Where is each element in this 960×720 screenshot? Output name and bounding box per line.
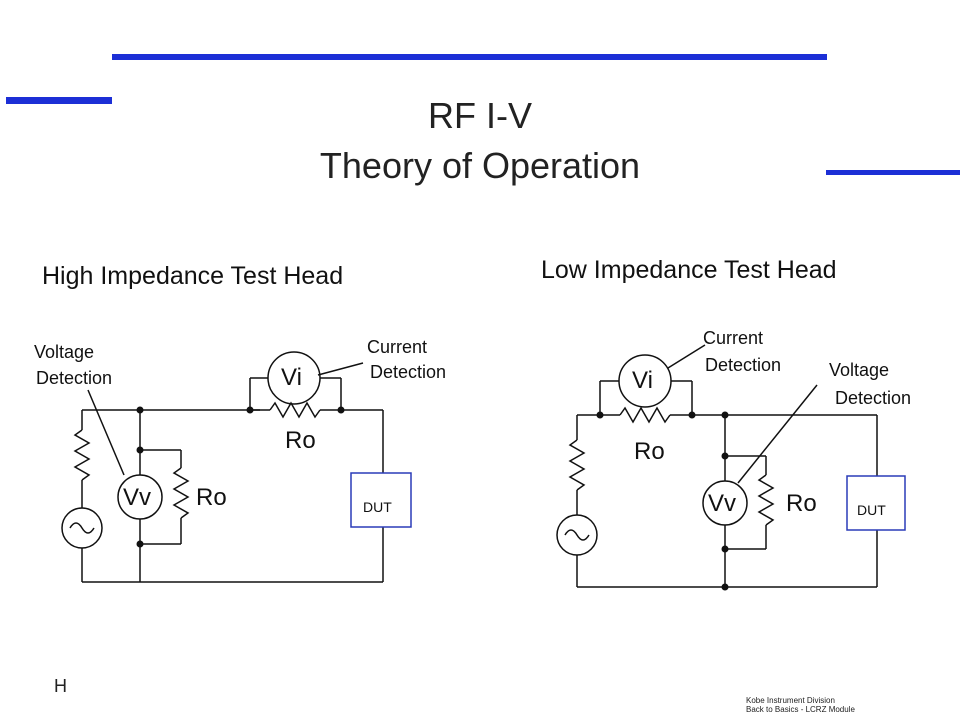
high-vv-meter bbox=[117, 474, 163, 520]
low-shunt-resistor bbox=[757, 474, 775, 526]
low-voltage-label-1: Voltage bbox=[829, 360, 890, 380]
high-source-resistor bbox=[73, 429, 91, 481]
low-vi-label: Vi bbox=[632, 367, 653, 394]
high-impedance-heading: High Impedance Test Head bbox=[42, 262, 344, 290]
low-source-resistor bbox=[568, 439, 586, 491]
high-voltage-label-1: Voltage bbox=[34, 342, 95, 362]
high-dut-box bbox=[350, 472, 412, 528]
high-vi-label: Vi bbox=[281, 364, 302, 391]
low-voltage-label-2: Detection bbox=[835, 388, 912, 408]
high-current-label-2: Detection bbox=[370, 362, 447, 382]
high-voltage-label-2: Detection bbox=[36, 368, 113, 388]
low-current-label-2: Detection bbox=[705, 355, 782, 375]
high-vi-meter bbox=[267, 351, 321, 405]
low-vv-meter bbox=[702, 480, 748, 526]
footer-line-2: Back to Basics - LCRZ Module bbox=[746, 705, 855, 714]
low-vi-meter bbox=[618, 354, 672, 408]
high-dut-label: DUT bbox=[363, 499, 392, 515]
high-voltage-leader bbox=[87, 389, 125, 476]
high-shunt-resistor bbox=[172, 467, 190, 519]
high-impedance-circuit bbox=[61, 351, 384, 583]
page-marker: H bbox=[54, 676, 67, 696]
slide-title-line2: Theory of Operation bbox=[319, 145, 641, 186]
high-current-label-1: Current bbox=[367, 337, 428, 357]
low-dut-label: DUT bbox=[857, 502, 886, 518]
high-series-resistor bbox=[269, 401, 321, 419]
low-junction-dots bbox=[596, 411, 729, 591]
high-ro-series-label: Ro bbox=[285, 427, 316, 454]
footer-line-1: Kobe Instrument Division bbox=[746, 696, 835, 705]
low-current-leader bbox=[667, 344, 706, 369]
top-accent-bar bbox=[112, 54, 827, 60]
right-accent-bar bbox=[826, 170, 960, 175]
left-accent-bar bbox=[6, 97, 112, 104]
low-ro-shunt-label: Ro bbox=[786, 490, 817, 517]
high-ro-shunt-label: Ro bbox=[196, 484, 227, 511]
low-current-label-1: Current bbox=[703, 328, 764, 348]
low-dut-box bbox=[846, 475, 906, 531]
low-series-resistor bbox=[619, 406, 671, 424]
slide-title-line1: RF I-V bbox=[428, 95, 532, 136]
high-current-leader bbox=[317, 362, 364, 376]
low-voltage-leader bbox=[737, 384, 818, 484]
low-vv-label: Vv bbox=[708, 490, 737, 517]
low-impedance-circuit bbox=[556, 344, 878, 588]
low-ro-series-label: Ro bbox=[634, 438, 665, 465]
high-junction-dots bbox=[136, 406, 345, 548]
low-impedance-heading: Low Impedance Test Head bbox=[541, 256, 837, 284]
high-vv-label: Vv bbox=[123, 484, 152, 511]
